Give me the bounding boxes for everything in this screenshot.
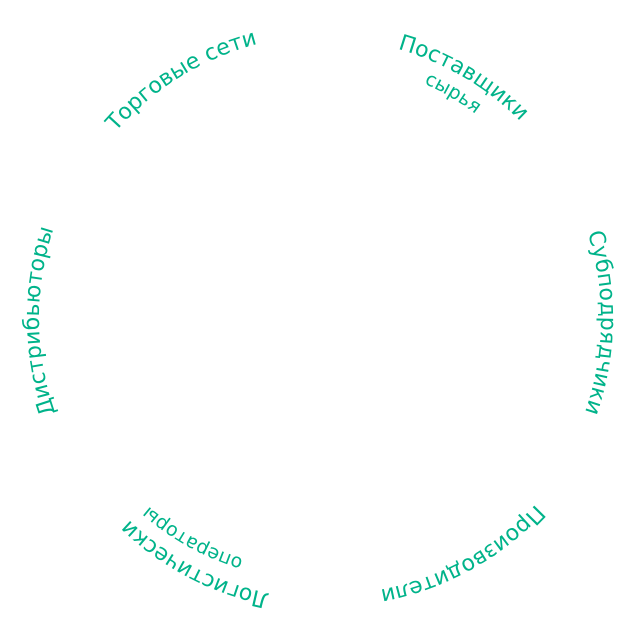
node-label-retail: Торговые сети [101, 26, 260, 137]
node-label-subcontractors: Субподрядчики [579, 228, 620, 419]
node-label-distributors-text: Дистрибьюторы [20, 223, 61, 419]
node-label-retail-text: Торговые сети [101, 26, 260, 137]
node-label-distributors: Дистрибьюторы [20, 223, 61, 419]
node-label-manufacturers: Производители [379, 500, 550, 608]
node-label-manufacturers-text: Производители [379, 500, 550, 608]
node-label-subcontractors-text: Субподрядчики [579, 228, 620, 419]
